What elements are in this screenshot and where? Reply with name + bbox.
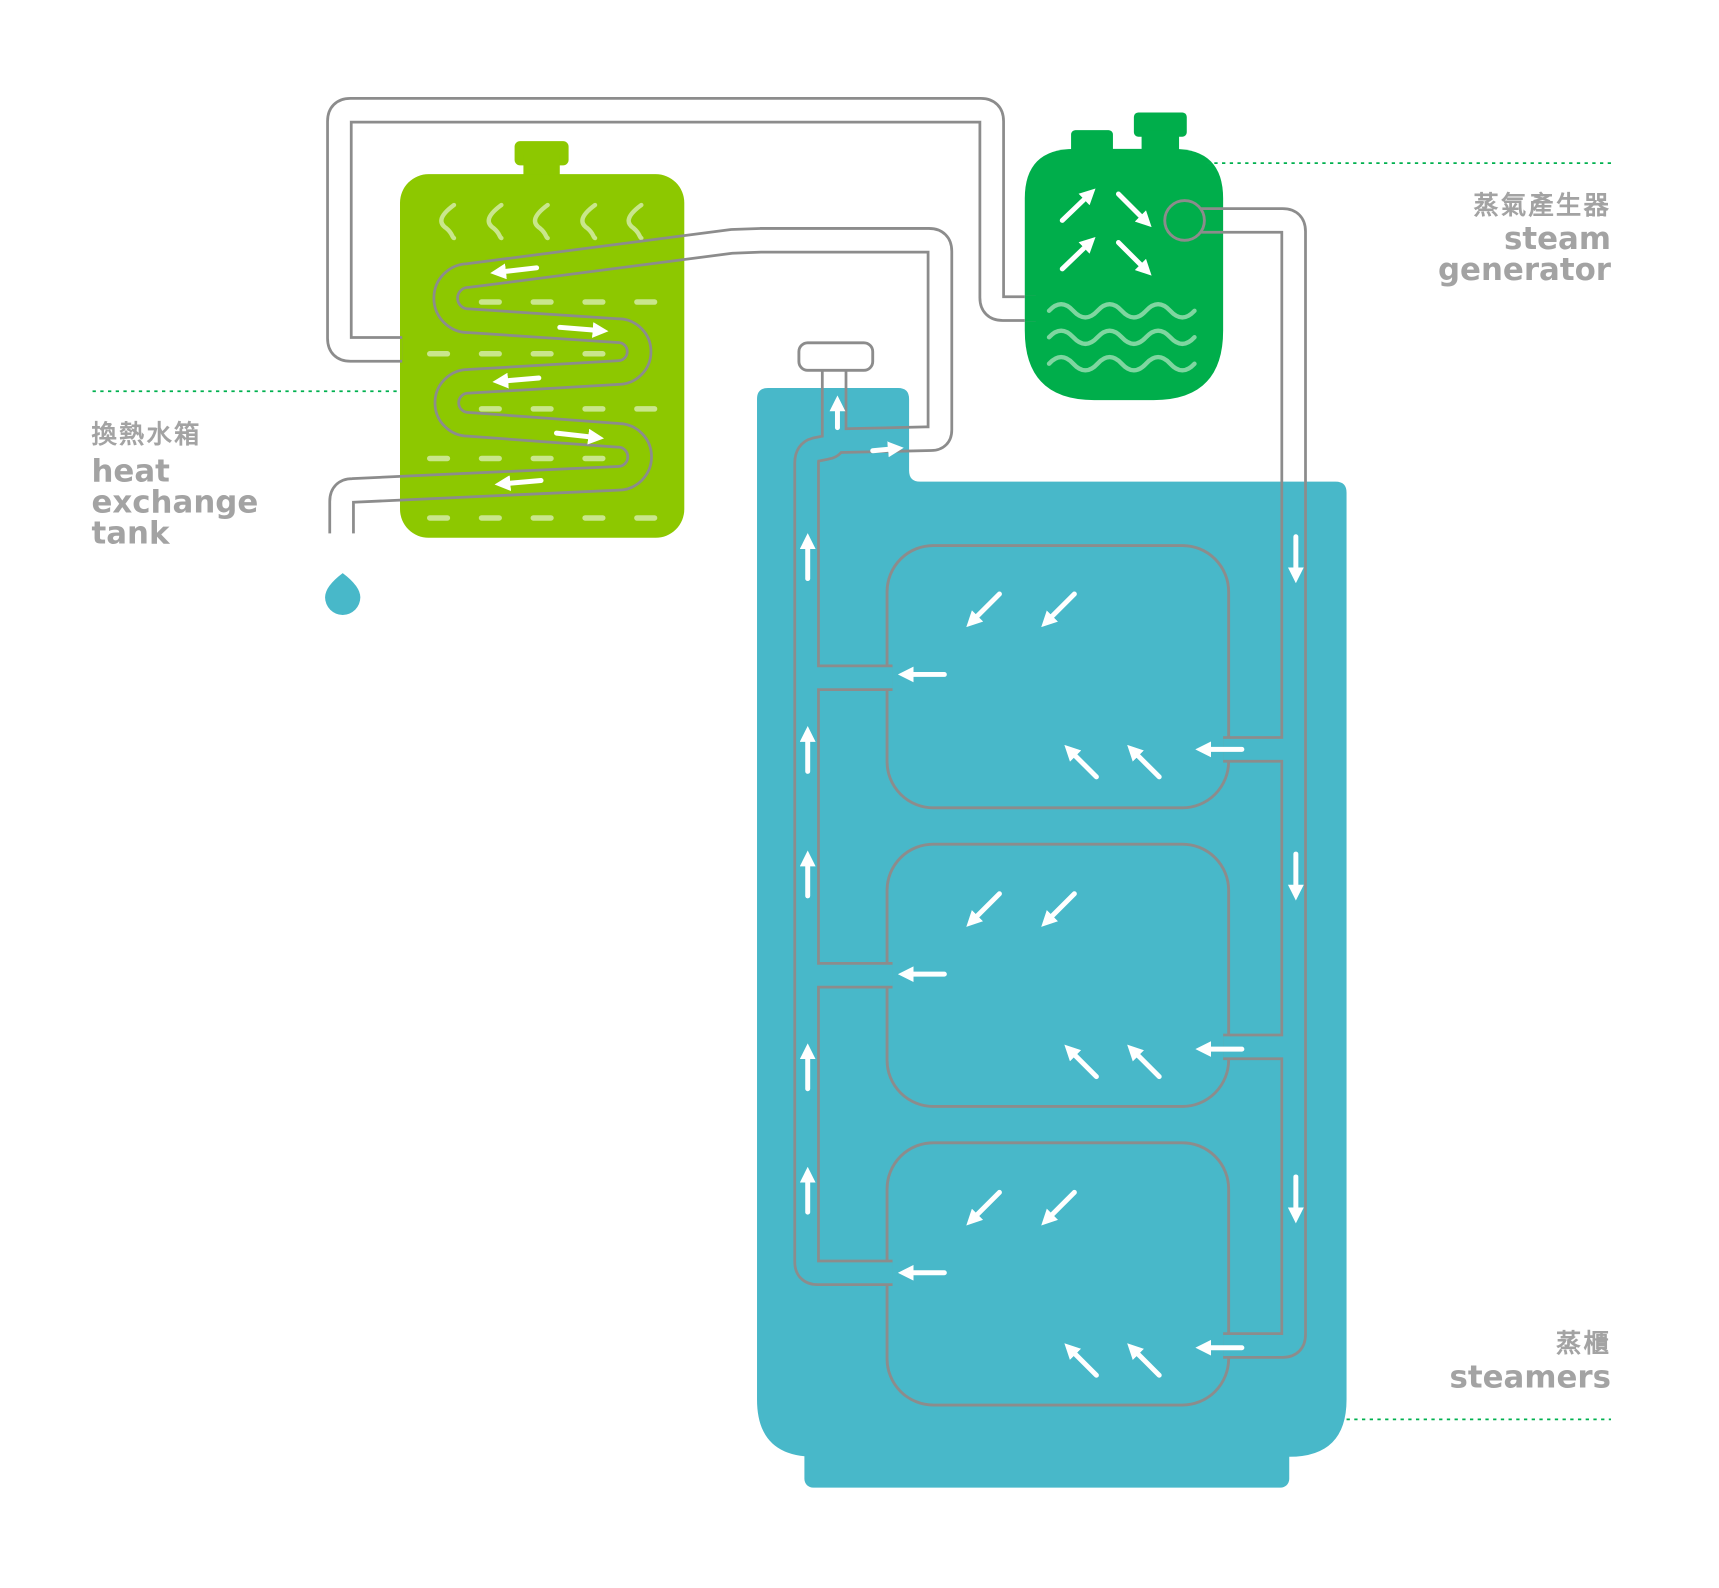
vent-cap xyxy=(797,341,875,372)
flow-arrow-icon xyxy=(1127,1343,1162,1378)
flow-arrow-icon xyxy=(1041,1189,1077,1226)
label-zh: 蒸櫃 xyxy=(1556,1328,1611,1358)
flow-arrow-icon xyxy=(492,372,542,389)
flow-arrow-icon xyxy=(494,475,544,492)
label-zh: 蒸氣產生器 xyxy=(1473,190,1611,220)
flow-arrow-icon xyxy=(870,441,904,458)
steam-outlet xyxy=(1163,199,1206,242)
flow-arrow-icon xyxy=(490,263,540,280)
flow-arrow-icon xyxy=(1064,1343,1099,1378)
label-en-line: steamers xyxy=(1450,1359,1611,1395)
flow-arrow-icon xyxy=(1115,240,1152,276)
flow-arrow-icon xyxy=(1127,744,1162,780)
flow-arrow-icon xyxy=(1059,188,1096,223)
steam-generator xyxy=(1024,112,1224,401)
flow-arrow-icon xyxy=(1041,891,1077,927)
label-en-line: exchange xyxy=(91,484,258,520)
label-en-line: generator xyxy=(1438,252,1612,288)
flow-arrow-icon xyxy=(1064,1044,1099,1080)
steamer-chamber-3 xyxy=(885,1141,1231,1407)
flow-arrow-icon xyxy=(966,1189,1002,1226)
label-en-line: steam xyxy=(1504,221,1611,257)
flow-arrows xyxy=(490,188,1304,1378)
flow-arrow-icon xyxy=(966,591,1002,628)
flow-arrow-icon xyxy=(557,322,609,338)
water-wave-icon xyxy=(1046,302,1197,373)
pipe-network xyxy=(328,110,1293,1407)
water-level-dashes xyxy=(426,299,658,521)
label-en-line: heat xyxy=(91,454,170,490)
flow-arrow-icon xyxy=(966,891,1002,927)
label-steamers: 蒸櫃 steamers xyxy=(1450,1328,1611,1395)
water-drop-icon xyxy=(325,573,361,615)
flow-arrow-icon xyxy=(1059,236,1096,272)
label-zh: 換熱水箱 xyxy=(91,419,201,449)
flow-arrow-icon xyxy=(1064,744,1099,780)
flow-arrow-icon xyxy=(1041,591,1077,628)
steamers-cabinet xyxy=(757,387,1347,1488)
steamer-chamber-2 xyxy=(885,842,1231,1108)
flow-arrow-icon xyxy=(553,428,605,445)
heat-wave-icon xyxy=(439,202,644,241)
label-heat-exchange-tank: 換熱水箱 heat exchange tank xyxy=(91,419,258,551)
steamer-chamber-1 xyxy=(885,544,1231,810)
label-en-line: tank xyxy=(91,515,171,551)
flow-arrow-icon xyxy=(1115,191,1152,228)
flow-arrow-icon xyxy=(1127,1044,1162,1080)
label-steam-generator: 蒸氣產生器 steam generator xyxy=(1438,190,1612,288)
